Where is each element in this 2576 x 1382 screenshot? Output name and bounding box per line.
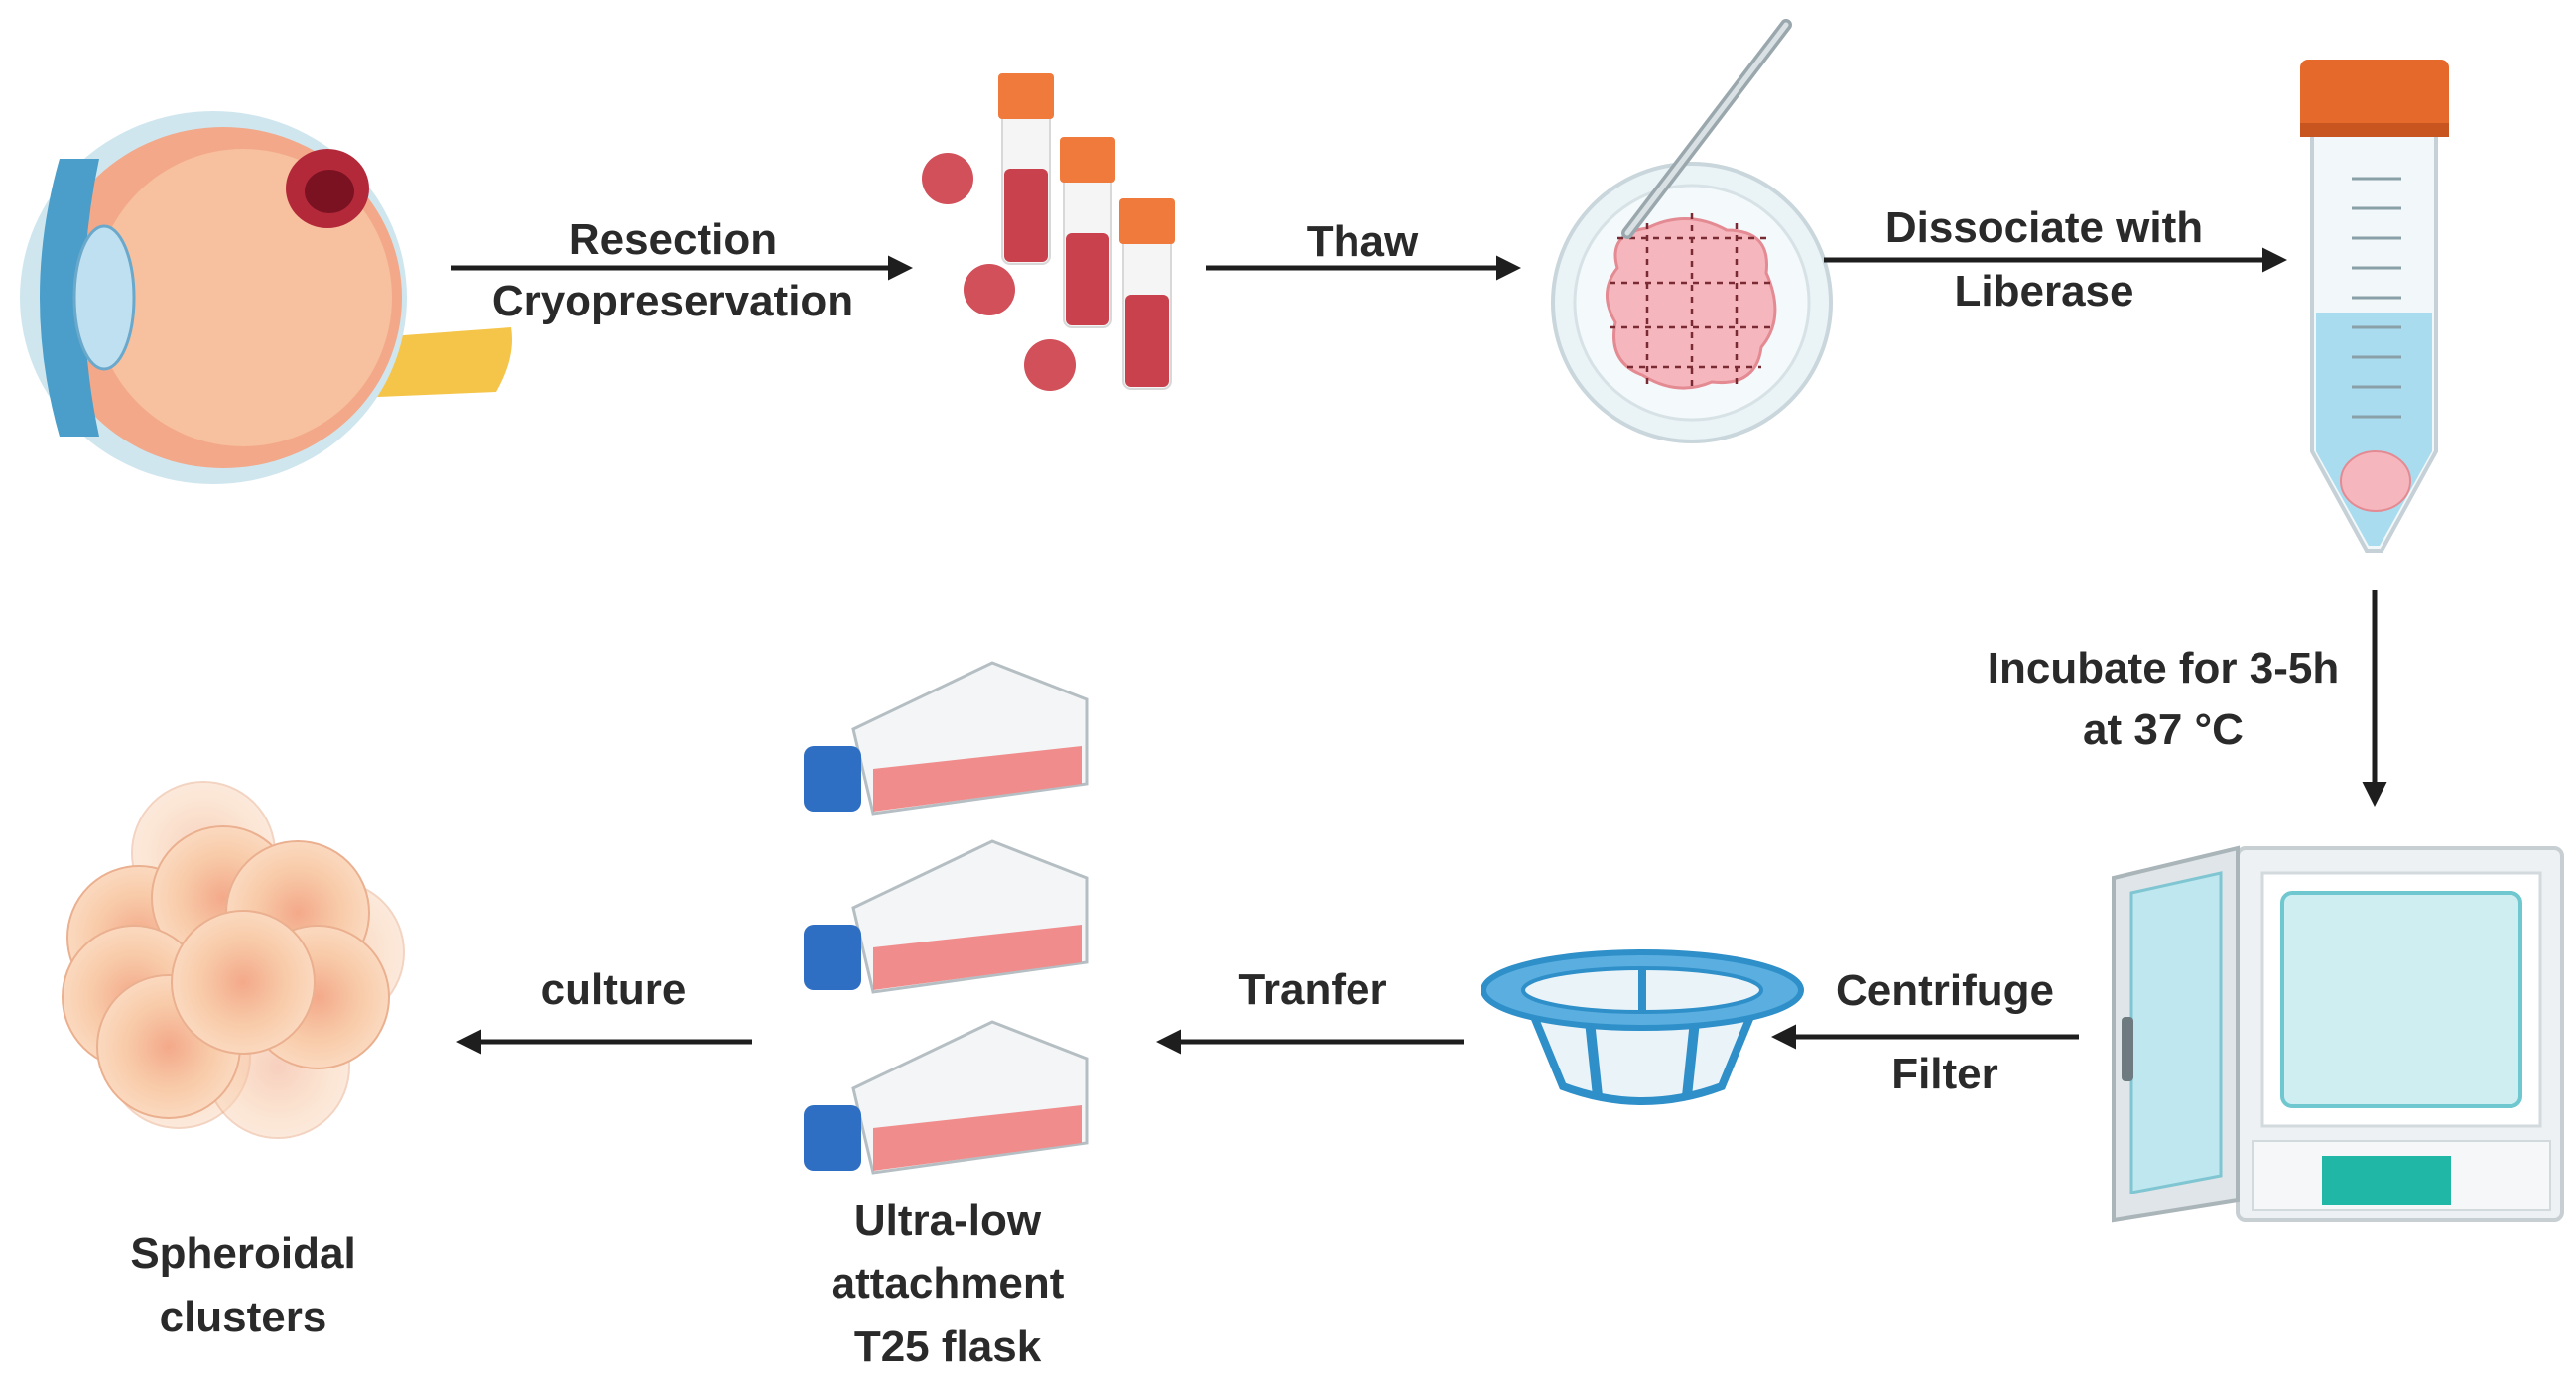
label-dissociate-line1: Dissociate with: [1885, 203, 2203, 252]
label-dissociate-line2: Liberase: [1955, 267, 2134, 315]
cryovial-icon: [998, 73, 1054, 265]
label-culture: culture: [541, 965, 687, 1014]
tissue-fragment-icon: [922, 153, 1076, 391]
label-transfer: Tranfer: [1238, 965, 1386, 1014]
cell-strainer-icon: [1481, 949, 1804, 1105]
caption-flask-line3: T25 flask: [854, 1322, 1042, 1371]
culture-flask-icon: [804, 839, 1089, 994]
label-incubate-line1: Incubate for 3-5h: [1988, 644, 2340, 692]
flask-stack: [804, 661, 1089, 1175]
culture-flask-icon: [804, 661, 1089, 816]
cryovial-icon: [1060, 137, 1115, 328]
conical-tube-icon: [2300, 60, 2449, 553]
cryovial-group: [922, 73, 1175, 391]
tumor-icon: [286, 149, 369, 228]
caption-flask-line2: attachment: [832, 1259, 1065, 1308]
label-resection-line2: Cryopreservation: [492, 277, 853, 325]
spheroid-cluster-icon: [62, 781, 405, 1139]
incubator-icon: [2112, 845, 2564, 1223]
label-thaw: Thaw: [1307, 217, 1419, 266]
caption-spheroid-line2: clusters: [160, 1293, 327, 1341]
label-incubate-line2: at 37 °C: [2083, 705, 2244, 754]
label-centrifuge: Centrifuge: [1836, 966, 2054, 1015]
cryovial-icon: [1119, 198, 1175, 390]
culture-flask-icon: [804, 1020, 1089, 1175]
scalpel-icon: [1621, 19, 1792, 239]
petri-dish-icon: [1551, 19, 1833, 443]
eye-icon: [20, 111, 512, 484]
label-resection-line1: Resection: [569, 215, 777, 264]
caption-flask-line1: Ultra-low: [854, 1196, 1042, 1245]
caption-spheroid-line1: Spheroidal: [130, 1229, 355, 1278]
label-filter: Filter: [1891, 1050, 1998, 1098]
